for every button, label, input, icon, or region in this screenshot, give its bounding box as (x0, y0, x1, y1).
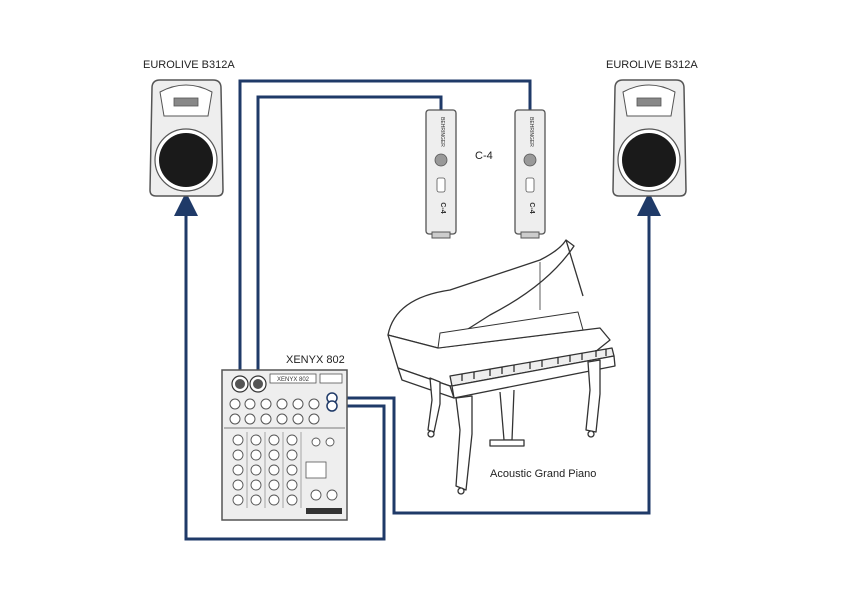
speaker-right (612, 79, 687, 197)
main-out-icon (326, 400, 338, 412)
mic-right-model: C-4 (528, 202, 535, 213)
mixer: XENYX 802 (221, 369, 348, 521)
mixer-face-label: XENYX 802 (277, 377, 310, 383)
woofer-icon (159, 133, 213, 187)
speaker-left-label: EUROLIVE B312A (143, 59, 235, 71)
speaker-right-label: EUROLIVE B312A (606, 59, 698, 71)
microphone-right: BEHRINGER C-4 (514, 109, 546, 239)
cable-mixer-to-right-speaker (332, 192, 661, 515)
mixer-label: XENYX 802 (286, 354, 345, 366)
mic-left-model: C-4 (439, 202, 446, 213)
speaker-left (149, 79, 224, 197)
microphone-label: C-4 (475, 150, 493, 162)
piano-label: Acoustic Grand Piano (490, 468, 597, 480)
cable-right-mic-to-mixer (238, 79, 532, 377)
grand-piano (387, 239, 616, 495)
mic-left-brand: BEHRINGER (439, 117, 445, 147)
cable-left-mic-to-mixer (256, 95, 443, 377)
cables (174, 79, 661, 541)
mic-right-brand: BEHRINGER (528, 117, 534, 147)
microphone-left: BEHRINGER C-4 (425, 109, 457, 239)
woofer-icon (622, 133, 676, 187)
cable-mixer-to-left-speaker (174, 192, 386, 541)
